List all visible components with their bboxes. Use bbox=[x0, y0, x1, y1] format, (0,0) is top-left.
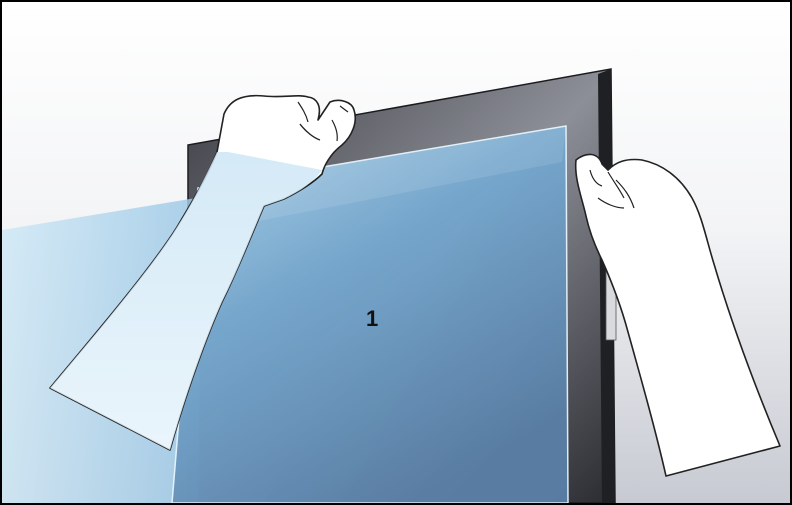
step-number-label: 1 bbox=[366, 308, 378, 330]
